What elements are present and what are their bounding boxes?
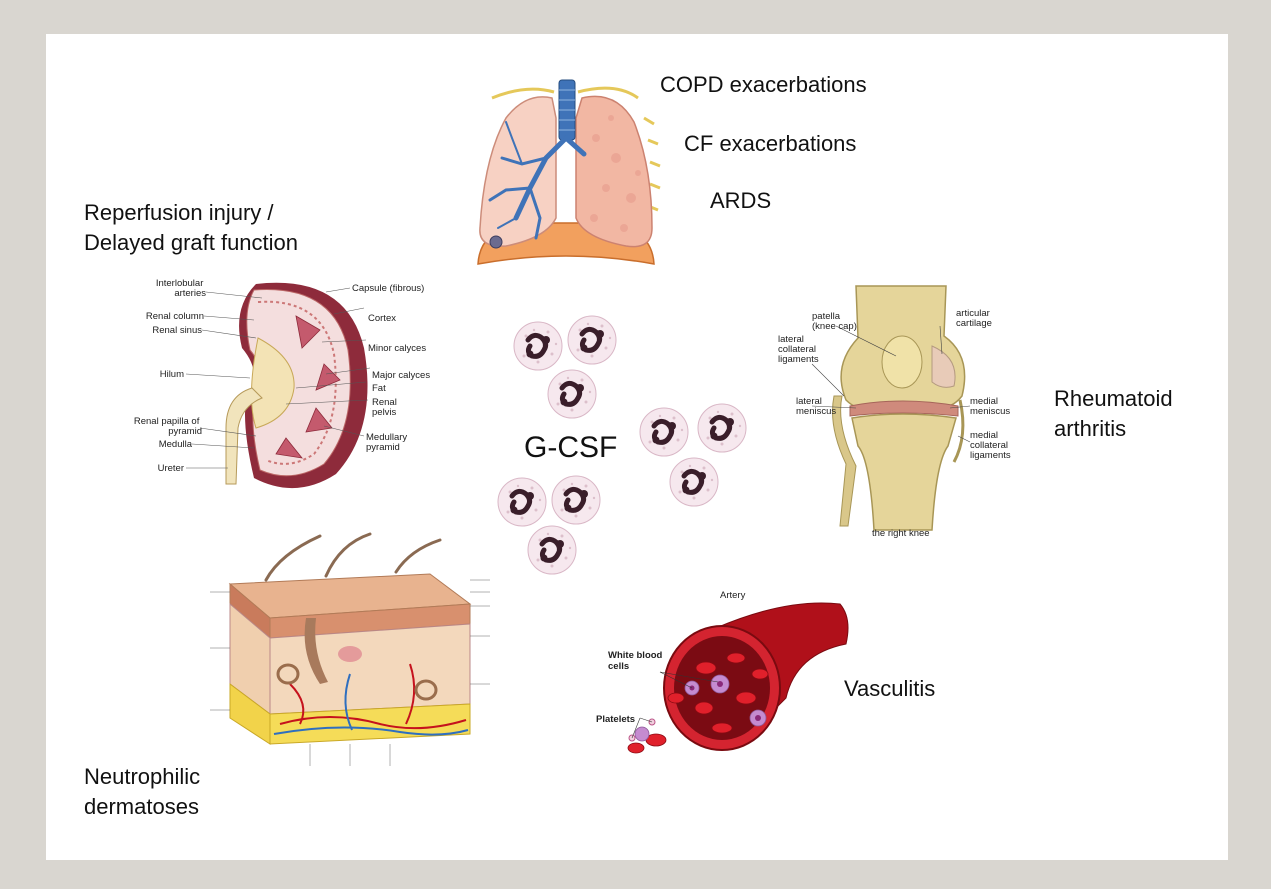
- knee-caption: the right knee: [872, 528, 930, 539]
- kidney-illustration: Interlobular arteries Renal column Renal…: [146, 278, 456, 492]
- vessel-label-platelets: Platelets: [596, 714, 635, 725]
- kidney-label-minor-calyces: Minor calyces: [368, 343, 426, 354]
- artery-illustration: Artery White blood cells Platelets: [596, 588, 856, 754]
- label-cf: CF exacerbations: [684, 129, 856, 159]
- neutrophil: [552, 476, 600, 524]
- vessel-label-wbc: White blood cells: [608, 650, 665, 672]
- neutrophil: [514, 322, 562, 370]
- kidney-label-renal-sinus: Renal sinus: [152, 325, 202, 336]
- neutrophil: [528, 526, 576, 574]
- kidney-label-hilum: Hilum: [160, 369, 184, 380]
- kidney-label-capsule: Capsule (fibrous): [352, 283, 424, 294]
- vessel-title: Vasculitis: [844, 674, 935, 704]
- neutrophil: [640, 408, 688, 456]
- neutrophil: [568, 316, 616, 364]
- kidney-label-medullary-pyramid: Medullary pyramid: [366, 432, 410, 453]
- knee-label-lateral-meniscus: lateral meniscus: [796, 396, 836, 417]
- kidney-label-major-calyces: Major calyces: [372, 370, 430, 381]
- vessel-label-artery: Artery: [720, 590, 746, 601]
- cf-text: CF exacerbations: [684, 129, 856, 159]
- knee-label-medial-meniscus: medial meniscus: [970, 396, 1010, 417]
- kidney-title-line-2: Delayed graft function: [84, 228, 298, 258]
- kidney-label-renal-papilla: Renal papilla of pyramid: [134, 416, 202, 437]
- vasculitis-text: Vasculitis: [844, 674, 935, 704]
- label-copd: COPD exacerbations: [660, 70, 867, 100]
- kidney-label-medulla: Medulla: [159, 439, 193, 450]
- skin-illustration: [170, 534, 500, 774]
- label-ards: ARDS: [710, 186, 771, 216]
- kidney-label-renal-column: Renal column: [146, 311, 204, 322]
- knee-title: Rheumatoid arthritis: [1054, 384, 1173, 444]
- skin-title-line-2: dermatoses: [84, 792, 200, 822]
- neutrophil: [670, 458, 718, 506]
- kidney-label-interlobular: Interlobular arteries: [156, 278, 206, 299]
- knee-label-articular: articular cartilage: [956, 308, 992, 329]
- gcsf-text: G-CSF: [524, 430, 617, 466]
- copd-text: COPD exacerbations: [660, 70, 867, 100]
- skin-title: Neutrophilic dermatoses: [84, 762, 200, 822]
- knee-title-line-1: Rheumatoid: [1054, 384, 1173, 414]
- knee-title-line-2: arthritis: [1054, 414, 1173, 444]
- neutrophil: [698, 404, 746, 452]
- kidney-title: Reperfusion injury / Delayed graft funct…: [84, 198, 298, 258]
- kidney-label-renal-pelvis: Renal pelvis: [372, 397, 399, 418]
- knee-label-lateral-collateral: lateral collateral ligaments: [778, 334, 819, 365]
- skin-title-line-1: Neutrophilic: [84, 762, 200, 792]
- kidney-label-ureter: Ureter: [158, 463, 184, 474]
- lungs-illustration: [466, 78, 666, 274]
- slide: COPD exacerbations CF exacerbations ARDS…: [46, 34, 1228, 860]
- knee-label-medial-collateral: medial collateral ligaments: [970, 430, 1011, 461]
- neutrophil: [498, 478, 546, 526]
- kidney-label-fat: Fat: [372, 383, 386, 394]
- kidney-title-line-1: Reperfusion injury /: [84, 198, 298, 228]
- neutrophil: [548, 370, 596, 418]
- knee-label-patella: patella (knee cap): [812, 311, 857, 332]
- ards-text: ARDS: [710, 186, 771, 216]
- gcsf-label: G-CSF: [524, 430, 617, 466]
- knee-illustration: patella (knee cap) articular cartilage l…: [772, 286, 1022, 538]
- kidney-label-cortex: Cortex: [368, 313, 396, 324]
